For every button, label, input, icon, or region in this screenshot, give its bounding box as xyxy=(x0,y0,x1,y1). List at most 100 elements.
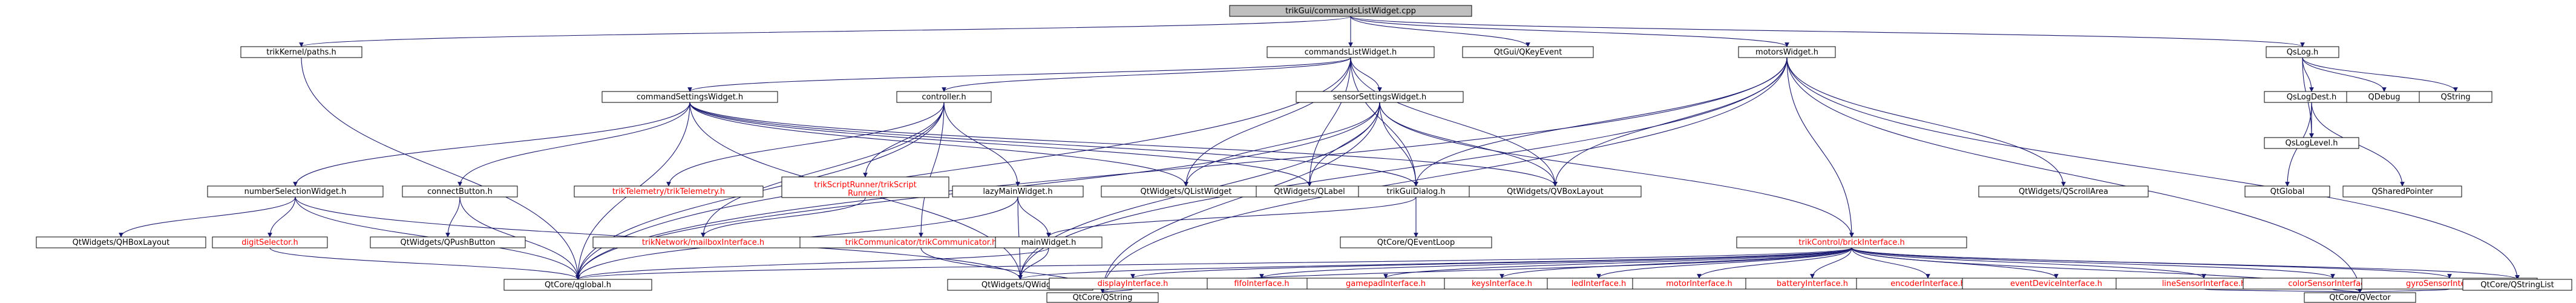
node-box xyxy=(1296,91,1464,103)
node-qhboxlayout[interactable]: QtWidgets/QHBoxLayout xyxy=(36,236,206,248)
node-gamepad[interactable]: gamepadInterface.h xyxy=(1306,278,1465,290)
node-led[interactable]: ledInterface.h xyxy=(1547,278,1651,290)
node-display[interactable]: displayInterface.h xyxy=(1049,278,1217,290)
node-box xyxy=(2462,279,2572,291)
node-qstring_top[interactable]: QString xyxy=(2419,91,2492,103)
node-qtglobal_r[interactable]: QtGlobal xyxy=(2244,185,2330,198)
node-event[interactable]: eventDeviceInterface.h xyxy=(1962,278,2151,290)
edge-controller-to-trikTelemetry xyxy=(666,102,945,187)
node-qlabel[interactable]: QtWidgets/QLabel xyxy=(1256,185,1363,198)
node-brick[interactable]: trikControl/brickInterface.h xyxy=(1736,236,1967,248)
node-box xyxy=(1229,5,1472,17)
node-qvboxlayout[interactable]: QtWidgets/QVBoxLayout xyxy=(1469,185,1642,198)
edge-layer xyxy=(119,16,2520,293)
node-connect[interactable]: connectButton.h xyxy=(402,185,518,198)
node-motors[interactable]: motorsWidget.h xyxy=(1738,46,1836,58)
edge-brick-to-qstringlist xyxy=(1851,247,2520,280)
edge-controller-to-lazy xyxy=(943,102,1020,187)
node-box xyxy=(503,279,652,291)
node-box xyxy=(952,185,1084,198)
node-label: connectButton.h xyxy=(427,187,493,196)
node-qeventloop[interactable]: QtCore/QEventLoop xyxy=(1340,236,1492,248)
node-box xyxy=(2304,292,2416,303)
edge-controller-to-mailbox xyxy=(701,102,945,238)
node-root[interactable]: trikGui/commandsListWidget.cpp xyxy=(1229,5,1472,17)
node-box xyxy=(601,91,778,103)
node-nsw[interactable]: numberSelectionWidget.h xyxy=(207,185,384,198)
node-label: commandsListWidget.h xyxy=(1305,48,1397,57)
node-label: QSharedPointer xyxy=(2371,187,2433,196)
node-label: QtWidgets/QHBoxLayout xyxy=(73,238,170,247)
node-label: displayInterface.h xyxy=(1098,279,1168,288)
edge-clw-to-ssw xyxy=(1350,57,1382,92)
node-ssw[interactable]: sensorSettingsWidget.h xyxy=(1296,91,1464,103)
edge-mainwidget-to-qtglobal_h xyxy=(575,247,1049,280)
node-label: QtCore/QEventLoop xyxy=(1377,238,1455,247)
edge-csw-to-qlistwidget xyxy=(689,102,1188,187)
node-fifo[interactable]: fifoInterface.h xyxy=(1207,278,1317,290)
edge-motors-to-qtglobal_h xyxy=(575,57,1788,280)
node-box xyxy=(2264,137,2359,149)
node-box xyxy=(995,236,1103,248)
node-label: QtCore/qglobal.h xyxy=(545,281,611,290)
node-trikguidialog[interactable]: trikGuiDialog.h xyxy=(1358,185,1474,198)
node-trikTelemetry[interactable]: trikTelemetry/trikTelemetry.h xyxy=(574,185,764,198)
edge-digit-to-qtglobal_h xyxy=(269,247,580,280)
node-label: motorInterface.h xyxy=(1666,279,1732,288)
node-qsloglevel[interactable]: QsLogLevel.h xyxy=(2264,137,2359,149)
node-label: gamepadInterface.h xyxy=(1346,279,1426,288)
edge-motors-to-qscrollarea xyxy=(1786,57,2066,187)
node-qsharedpointer[interactable]: QSharedPointer xyxy=(2342,185,2462,198)
node-paths[interactable]: trikKernel/paths.h xyxy=(240,46,362,58)
node-qtglobal_h[interactable]: QtCore/qglobal.h xyxy=(503,279,652,291)
node-box xyxy=(1469,185,1642,198)
node-keys[interactable]: keysInterface.h xyxy=(1444,278,1560,290)
node-qcorestring[interactable]: QtCore/QString xyxy=(1046,292,1159,303)
node-lazy[interactable]: lazyMainWidget.h xyxy=(952,185,1084,198)
edge-display-to-qcorestring xyxy=(1100,288,1133,293)
node-qdebug[interactable]: QDebug xyxy=(2346,91,2422,103)
edge-ssw-to-trikguidialog xyxy=(1379,102,1418,187)
edge-motors-to-brick xyxy=(1786,57,1854,238)
edge-ssw-to-qcorestring xyxy=(1100,102,1380,293)
edge-lineSensor-to-qvector xyxy=(2203,288,2362,293)
node-controller[interactable]: controller.h xyxy=(896,91,992,103)
node-label: digitSelector.h xyxy=(241,238,298,247)
edge-root-to-qslog xyxy=(1350,16,2305,47)
edge-brick-to-led xyxy=(1596,247,1852,279)
node-qlistwidget[interactable]: QtWidgets/QListWidget xyxy=(1101,185,1271,198)
edge-clw-to-qlistwidget xyxy=(1184,57,1351,187)
node-battery[interactable]: batteryInterface.h xyxy=(1745,278,1880,290)
node-qslogdest[interactable]: QsLogDest.h xyxy=(2264,91,2359,103)
edge-brick-to-lineSensor xyxy=(1851,247,2206,279)
node-box xyxy=(781,176,949,198)
edge-clw-to-qvboxlayout xyxy=(1350,57,1558,187)
node-qstringlist[interactable]: QtCore/QStringList xyxy=(2462,279,2572,291)
edge-brick-to-encoder xyxy=(1851,247,1930,279)
node-box xyxy=(1736,236,1967,248)
edge-clw-to-trikguidialog xyxy=(1350,57,1418,187)
edge-nsw-to-digit xyxy=(267,196,296,238)
node-mainwidget[interactable]: mainWidget.h xyxy=(995,236,1103,248)
node-qvector[interactable]: QtCore/QVector xyxy=(2304,292,2416,303)
node-label: trikKernel/paths.h xyxy=(266,48,336,57)
node-qscrollarea[interactable]: QtWidgets/QScrollArea xyxy=(1978,185,2149,198)
node-clw[interactable]: commandsListWidget.h xyxy=(1267,46,1435,58)
node-csw[interactable]: commandSettingsWidget.h xyxy=(601,91,778,103)
edge-trikguidialog-to-mainwidget xyxy=(1046,196,1417,238)
edge-brick-to-motorI xyxy=(1697,247,1852,279)
node-motorI[interactable]: motorInterface.h xyxy=(1632,278,1766,290)
node-qslog[interactable]: QsLog.h xyxy=(2266,46,2339,58)
node-digit[interactable]: digitSelector.h xyxy=(212,236,328,248)
node-qkeyevent[interactable]: QtGui/QKeyEvent xyxy=(1462,46,1594,58)
node-label: trikGuiDialog.h xyxy=(1386,187,1445,196)
node-qpushbutton[interactable]: QtWidgets/QPushButton xyxy=(370,236,526,248)
node-label: fifoInterface.h xyxy=(1234,279,1289,288)
edge-csw-to-nsw xyxy=(293,102,690,187)
node-communicator[interactable]: trikCommunicator/trikCommunicator.h xyxy=(799,236,1043,248)
edge-nsw-to-qhboxlayout xyxy=(119,196,296,238)
node-mailbox[interactable]: trikNetwork/mailboxInterface.h xyxy=(592,236,814,248)
node-label: controller.h xyxy=(922,93,966,102)
